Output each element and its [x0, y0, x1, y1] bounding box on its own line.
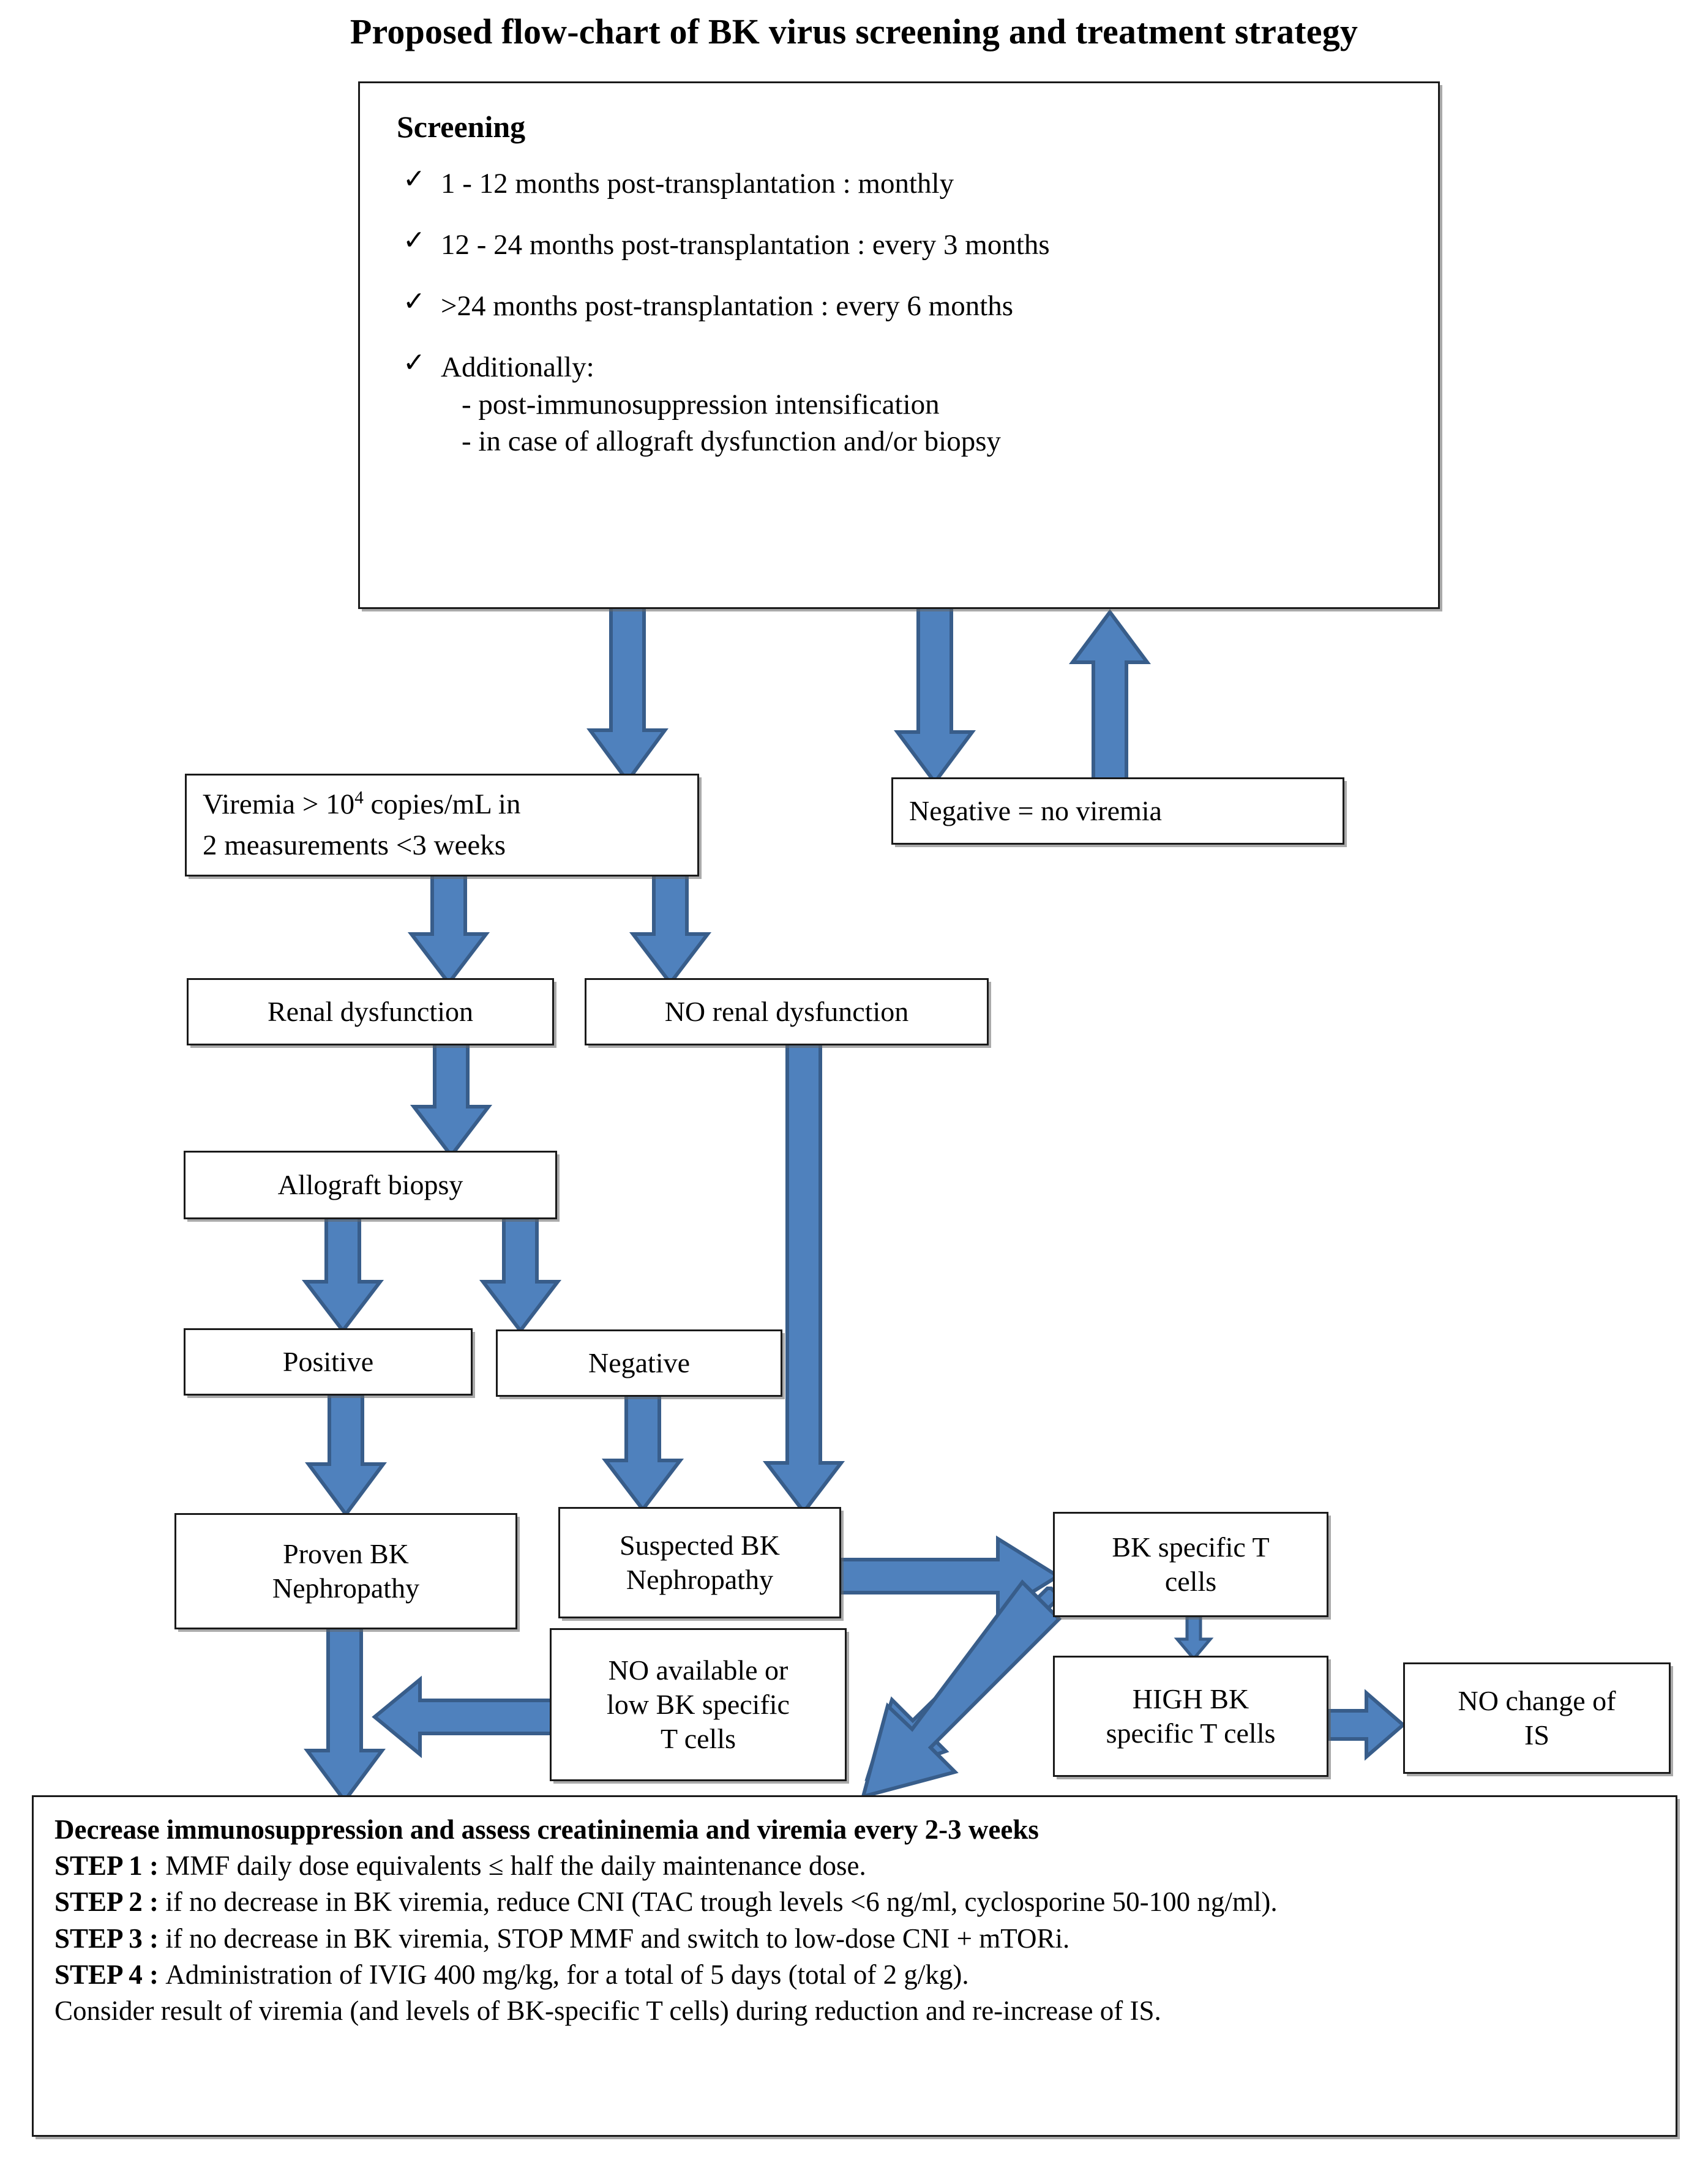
high-bk-line-1: HIGH BK — [1132, 1683, 1249, 1714]
treatment-step-3-label: STEP 3 : — [54, 1923, 166, 1954]
screening-item-1-label: 1 - 12 months post-transplantation : mon… — [441, 168, 954, 200]
page-title: Proposed flow-chart of BK virus screenin… — [350, 12, 1358, 51]
no-renal-dysfunction-label: NO renal dysfunction — [664, 995, 909, 1027]
screening-item-4-sub-1: - post-immunosuppression intensification — [462, 388, 940, 421]
renal-dysfunction-box: Renal dysfunction — [187, 978, 554, 1045]
treatment-step-3-text: if no decrease in BK viremia, STOP MMF a… — [165, 1923, 1070, 1954]
arrow-viremia-to-renal-dysfunction — [407, 872, 490, 986]
screening-box: Screening ✓ 1 - 12 months post-transplan… — [358, 81, 1440, 609]
treatment-step-2-text: if no decrease in BK viremia, reduce CNI… — [165, 1886, 1278, 1918]
no-change-of-is-box: NO change of IS — [1403, 1662, 1671, 1774]
arrow-bk-tcells-to-no-low-tcells — [839, 1576, 1065, 1809]
treatment-step-1-label: STEP 1 : — [54, 1850, 166, 1882]
arrow-biopsy-to-negative — [479, 1215, 562, 1334]
arrow-negative-to-suspected — [601, 1393, 684, 1512]
treatment-heading: Decrease immunosuppression and assess cr… — [54, 1814, 1039, 1845]
allograft-biopsy-label: Allograft biopsy — [277, 1168, 463, 1200]
arrow-proven-to-treatment — [304, 1625, 386, 1804]
bk-tcells-line-1: BK specific T — [1112, 1531, 1270, 1563]
arrow-no-low-tcells-to-treatment — [372, 1675, 556, 1759]
screening-item-4-label: Additionally: — [441, 351, 594, 384]
screening-item-4-sub-2: - in case of allograft dysfunction and/o… — [462, 425, 1002, 457]
suspected-bk-nephropathy-box: Suspected BK Nephropathy — [558, 1507, 841, 1618]
screening-heading: Screening — [397, 110, 526, 144]
arrow-screening-to-negative — [894, 603, 976, 786]
negative-biopsy-box: Negative — [496, 1329, 782, 1397]
viremia-line-2: 2 measurements <3 weeks — [203, 829, 506, 861]
arrow-biopsy-to-positive — [301, 1215, 384, 1334]
no-low-tcells-line-1: NO available or — [608, 1654, 788, 1686]
treatment-step-4-text: Administration of IVIG 400 mg/kg, for a … — [165, 1959, 969, 1990]
allograft-biopsy-box: Allograft biopsy — [184, 1151, 557, 1219]
arrow-no-renal-dysfunction-to-suspected — [762, 1041, 845, 1515]
negative-no-viremia-box: Negative = no viremia — [891, 777, 1344, 845]
proven-bk-line-1: Proven BK — [283, 1538, 409, 1569]
suspected-bk-line-1: Suspected BK — [620, 1529, 780, 1561]
proven-bk-line-2: Nephropathy — [272, 1572, 420, 1604]
proven-bk-nephropathy-box: Proven BK Nephropathy — [174, 1513, 517, 1629]
treatment-step-3: STEP 3 : if no decrease in BK viremia, S… — [54, 1921, 1655, 1957]
arrow-positive-to-proven — [305, 1393, 387, 1518]
viremia-line-1: Viremia > 104 copies/mL in — [203, 788, 521, 821]
treatment-step-4-label: STEP 4 : — [54, 1959, 166, 1990]
no-available-low-bk-tcells-box: NO available or low BK specific T cells — [550, 1628, 847, 1781]
screening-item-1: ✓ 1 - 12 months post-transplantation : m… — [403, 165, 1414, 202]
no-change-is-line-2: IS — [1524, 1719, 1549, 1751]
negative-biopsy-label: Negative — [588, 1347, 691, 1378]
negative-no-viremia-label: Negative = no viremia — [909, 794, 1162, 826]
no-low-tcells-line-2: low BK specific — [607, 1688, 790, 1720]
arrow-negative-to-screening — [1069, 608, 1151, 784]
screening-item-2: ✓ 12 - 24 months post-transplantation : … — [403, 226, 1414, 263]
screening-item-4: ✓ Additionally: - post-immunosuppression… — [403, 349, 1414, 459]
treatment-footer: Consider result of viremia (and levels o… — [54, 1995, 1161, 2026]
no-renal-dysfunction-box: NO renal dysfunction — [585, 978, 989, 1045]
treatment-step-1: STEP 1 : MMF daily dose equivalents ≤ ha… — [54, 1848, 1655, 1884]
screening-item-3: ✓ >24 months post-transplantation : ever… — [403, 288, 1414, 324]
screening-item-2-label: 12 - 24 months post-transplantation : ev… — [441, 229, 1050, 261]
positive-box: Positive — [184, 1328, 473, 1396]
treatment-step-2: STEP 2 : if no decrease in BK viremia, r… — [54, 1884, 1655, 1920]
arrow-viremia-to-no-renal-dysfunction — [629, 872, 712, 986]
bk-tcells-line-2: cells — [1164, 1566, 1217, 1597]
viremia-exponent: 4 — [354, 788, 364, 808]
high-bk-line-2: specific T cells — [1106, 1718, 1276, 1749]
check-icon: ✓ — [403, 348, 425, 378]
no-change-is-line-1: NO change of — [1458, 1684, 1616, 1716]
check-icon: ✓ — [403, 164, 425, 194]
treatment-step-1-text: MMF daily dose equivalents ≤ half the da… — [165, 1850, 866, 1882]
no-low-tcells-line-3: T cells — [660, 1723, 736, 1755]
arrow-high-bk-to-no-change-is — [1327, 1689, 1406, 1761]
arrow-renal-dysfunction-to-biopsy — [410, 1041, 493, 1159]
suspected-bk-line-2: Nephropathy — [626, 1564, 774, 1595]
treatment-step-4: STEP 4 : Administration of IVIG 400 mg/k… — [54, 1957, 1655, 1993]
screening-item-3-label: >24 months post-transplantation : every … — [441, 290, 1014, 323]
arrow-bk-tcells-to-high-bk — [1172, 1614, 1215, 1661]
positive-label: Positive — [282, 1345, 374, 1377]
check-icon: ✓ — [403, 286, 425, 317]
treatment-protocol-box: Decrease immunosuppression and assess cr… — [32, 1795, 1677, 2137]
bk-specific-tcells-box: BK specific T cells — [1053, 1512, 1328, 1617]
viremia-box: Viremia > 104 copies/mL in 2 measurement… — [185, 774, 699, 877]
treatment-step-2-label: STEP 2 : — [54, 1886, 166, 1918]
high-bk-specific-tcells-box: HIGH BK specific T cells — [1053, 1656, 1328, 1777]
arrow-screening-to-viremia — [586, 603, 669, 785]
renal-dysfunction-label: Renal dysfunction — [268, 995, 473, 1027]
check-icon: ✓ — [403, 225, 425, 256]
